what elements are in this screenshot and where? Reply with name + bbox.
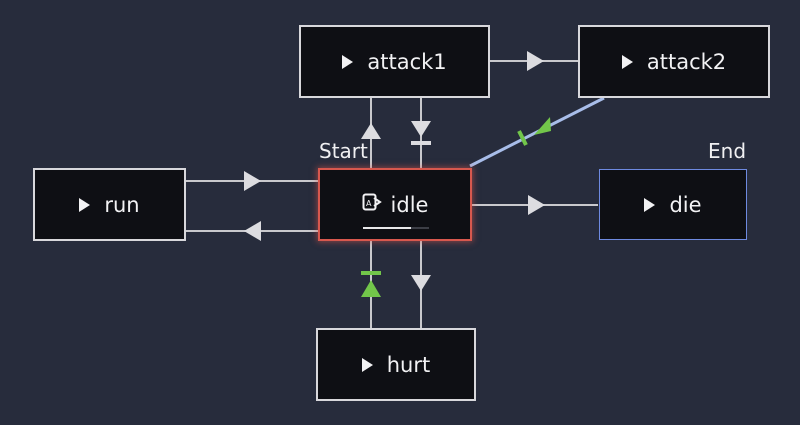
state-node-run[interactable]: run [33, 168, 186, 241]
state-node-idle[interactable]: A idle [318, 168, 472, 241]
state-name: attack1 [367, 49, 447, 74]
state-node-hurt[interactable]: hurt [316, 328, 476, 401]
start-marker-label: Start [319, 139, 368, 163]
state-name: run [104, 192, 140, 217]
auto-transition-arrow [534, 117, 551, 135]
transition-arrow [528, 195, 545, 215]
play-icon[interactable] [644, 197, 656, 212]
playback-progress-fill [363, 227, 411, 229]
end-marker-label: End [708, 139, 747, 163]
svg-text:A: A [366, 199, 372, 208]
blend-tree-icon: A [362, 192, 382, 217]
playback-progress [363, 227, 429, 229]
state-node-attack1[interactable]: attack1 [299, 25, 490, 98]
transition-arrow [361, 123, 381, 139]
state-name: die [669, 192, 702, 217]
play-icon[interactable] [361, 357, 373, 372]
auto-transition-arrow [361, 280, 381, 297]
play-icon[interactable] [621, 54, 633, 69]
transition-arrow [244, 221, 261, 241]
state-name: idle [390, 192, 429, 217]
play-icon[interactable] [342, 54, 354, 69]
state-node-attack2[interactable]: attack2 [578, 25, 770, 98]
transition-arrow [244, 171, 261, 191]
transition-arrow [411, 121, 431, 137]
state-node-die[interactable]: die [599, 169, 747, 240]
state-name: attack2 [646, 49, 727, 74]
state-name: hurt [386, 352, 431, 377]
transition-arrow [527, 51, 544, 71]
play-icon[interactable] [79, 197, 91, 212]
transition-arrow [411, 275, 431, 291]
